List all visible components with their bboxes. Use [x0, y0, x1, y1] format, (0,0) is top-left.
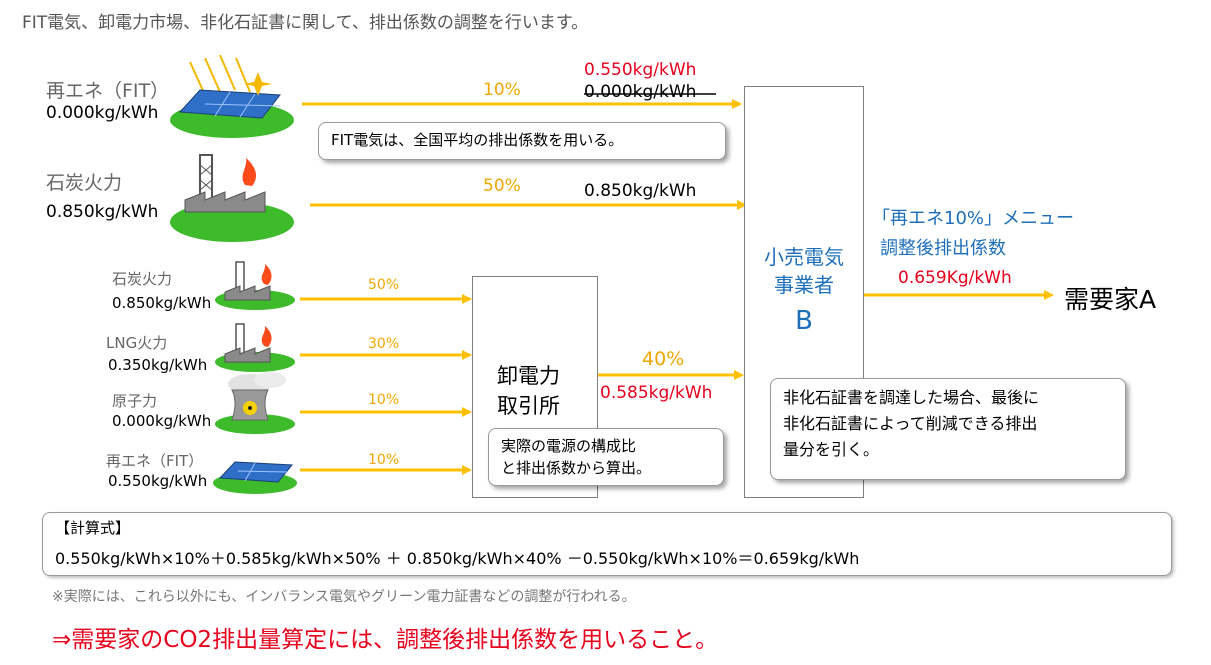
retailer-label-line2: 事業者 — [774, 273, 834, 297]
coal-factor: 0.850kg/kWh — [584, 181, 697, 201]
menu-title: 「再エネ10%」メニュー — [872, 208, 1075, 229]
market-fit-value: 0.550kg/kWh — [108, 472, 208, 490]
market-nuclear-percent: 10% — [368, 392, 400, 408]
retailer-label-line1: 小売電気 — [764, 245, 844, 269]
solar-panel-icon — [170, 54, 294, 138]
source-coal-value: 0.850kg/kWh — [46, 202, 159, 222]
market-coal-percent: 50% — [368, 277, 400, 293]
nuclear-plant-icon — [215, 372, 295, 434]
market-nuclear-name: 原子力 — [112, 392, 158, 410]
menu-subtitle: 調整後排出係数 — [880, 238, 1006, 259]
market-lng-value: 0.350kg/kWh — [108, 356, 208, 374]
market-label-line1: 卸電力 — [497, 364, 560, 388]
source-fit-name: 再エネ（FIT） — [46, 80, 170, 102]
certificate-callout: 非化石証書を調達した場合、最後に 非化石証書によって削減できる排出 量分を引く。 — [770, 378, 1126, 480]
market-callout-line2: と排出係数から算出。 — [501, 459, 652, 477]
formula-box: 【計算式】 0.550kg/kWh×10%＋0.585kg/kWh×50% ＋ … — [42, 512, 1172, 576]
retailer-label-b: B — [795, 306, 813, 336]
fit-percent: 10% — [483, 80, 521, 100]
menu-factor: 0.659Kg/kWh — [898, 268, 1012, 288]
coal-percent: 50% — [483, 176, 521, 196]
market-callout-line1: 実際の電源の構成比 — [501, 437, 637, 455]
market-lng-name: LNG火力 — [106, 334, 168, 352]
conclusion-text: ⇒需要家のCO2排出量算定には、調整後排出係数を用いること。 — [52, 627, 719, 653]
market-fit-percent: 10% — [368, 452, 400, 468]
small-lng-plant-icon — [215, 323, 295, 372]
market-nuclear-value: 0.000kg/kWh — [112, 412, 212, 430]
formula-title: 【計算式】 — [55, 519, 131, 537]
coal-plant-icon — [170, 154, 294, 242]
fit-new-factor: 0.550kg/kWh — [584, 60, 697, 80]
fit-old-factor: 0.000kg/kWh — [584, 82, 697, 102]
consumer-label: 需要家A — [1064, 285, 1157, 314]
market-fit-name: 再エネ（FIT） — [106, 452, 204, 470]
formula-body: 0.550kg/kWh×10%＋0.585kg/kWh×50% ＋ 0.850k… — [55, 549, 860, 568]
source-coal-name: 石炭火力 — [46, 172, 123, 194]
small-solar-panel-icon — [213, 461, 297, 494]
market-lng-percent: 30% — [368, 336, 400, 352]
market-coal-name: 石炭火力 — [112, 270, 173, 288]
header-text: FIT電気、卸電力市場、非化石証書に関して、排出係数の調整を行います。 — [22, 13, 589, 33]
market-label-line2: 取引所 — [497, 394, 560, 418]
fit-callout-text: FIT電気は、全国平均の排出係数を用いる。 — [331, 131, 624, 149]
cert-callout-line1: 非化石証書を調達した場合、最後に — [783, 388, 1040, 407]
small-coal-plant-icon — [215, 261, 295, 310]
fit-callout: FIT電気は、全国平均の排出係数を用いる。 — [318, 122, 726, 160]
market-percent: 40% — [642, 348, 685, 370]
source-fit-value: 0.000kg/kWh — [46, 103, 159, 123]
market-callout: 実際の電源の構成比 と排出係数から算出。 — [488, 428, 724, 486]
cert-callout-line3: 量分を引く。 — [783, 440, 880, 459]
cert-callout-line2: 非化石証書によって削減できる排出 — [783, 414, 1038, 433]
market-factor: 0.585kg/kWh — [600, 383, 713, 403]
note-text: ※実際には、これら以外にも、インバランス電気やグリーン電力証書などの調整が行われ… — [52, 589, 636, 605]
market-coal-value: 0.850kg/kWh — [112, 294, 212, 312]
